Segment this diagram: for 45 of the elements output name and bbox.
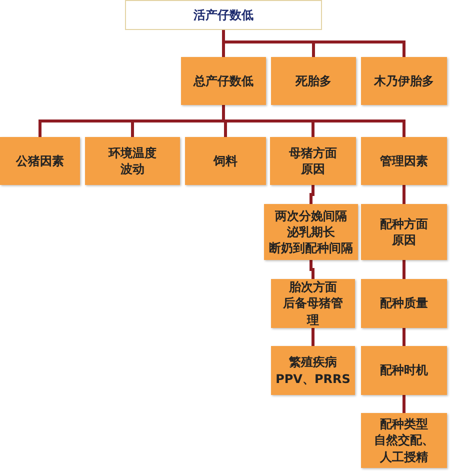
box-label: 公猪因素: [15, 152, 65, 170]
cause-box: [361, 137, 447, 185]
cause-box: [185, 137, 266, 185]
cause-box: [0, 137, 80, 185]
connector-line: [312, 328, 314, 346]
cause-box: [361, 279, 447, 328]
box-label: 泌乳期长: [286, 224, 336, 240]
box-label: 配种类型: [379, 416, 429, 432]
box-label: 木乃伊胎多: [373, 72, 435, 90]
box-label: 管理因素: [379, 152, 429, 170]
box-label: 活产仔数低: [192, 6, 254, 24]
cause-box: [271, 279, 355, 328]
box-label: PPV、PRRS: [274, 370, 352, 387]
connector-line: [402, 185, 406, 204]
box-label: 母猪方面原因: [288, 144, 338, 178]
connector-line: [402, 328, 406, 346]
connector-line: [402, 260, 406, 279]
box-label: 配种方面原因: [379, 216, 429, 248]
cause-box: [85, 137, 180, 185]
title-box: [125, 0, 322, 30]
box-label: 配种质量: [379, 295, 429, 312]
cause-box: [264, 204, 358, 260]
box-label: 自然交配、人工授精: [373, 432, 435, 465]
box-label: 后备母猪管理: [282, 295, 344, 328]
box-label: 死胎多: [294, 72, 332, 90]
cause-box: [361, 57, 447, 105]
cause-box: [361, 346, 447, 395]
connector-line: [310, 260, 314, 279]
box-label: 两次分娩间隔: [274, 208, 348, 224]
cause-box: [271, 346, 355, 395]
box-label: 总产仔数低: [192, 72, 254, 90]
cause-box: [361, 204, 447, 260]
box-label: 环境温度波动: [107, 144, 158, 178]
cause-box: [270, 137, 356, 185]
box-label: 繁殖疾病: [288, 354, 338, 370]
cause-box: [271, 57, 356, 105]
box-label: 饲料: [212, 152, 238, 170]
connector-line: [310, 185, 314, 204]
box-label: 断奶到配种间隔: [268, 240, 354, 256]
box-label: 胎次方面: [288, 279, 338, 296]
cause-box: [181, 57, 266, 105]
cause-box: [361, 413, 447, 468]
connector-line: [402, 395, 406, 413]
connector-line: [222, 30, 406, 57]
box-label: 配种时机: [379, 362, 429, 379]
